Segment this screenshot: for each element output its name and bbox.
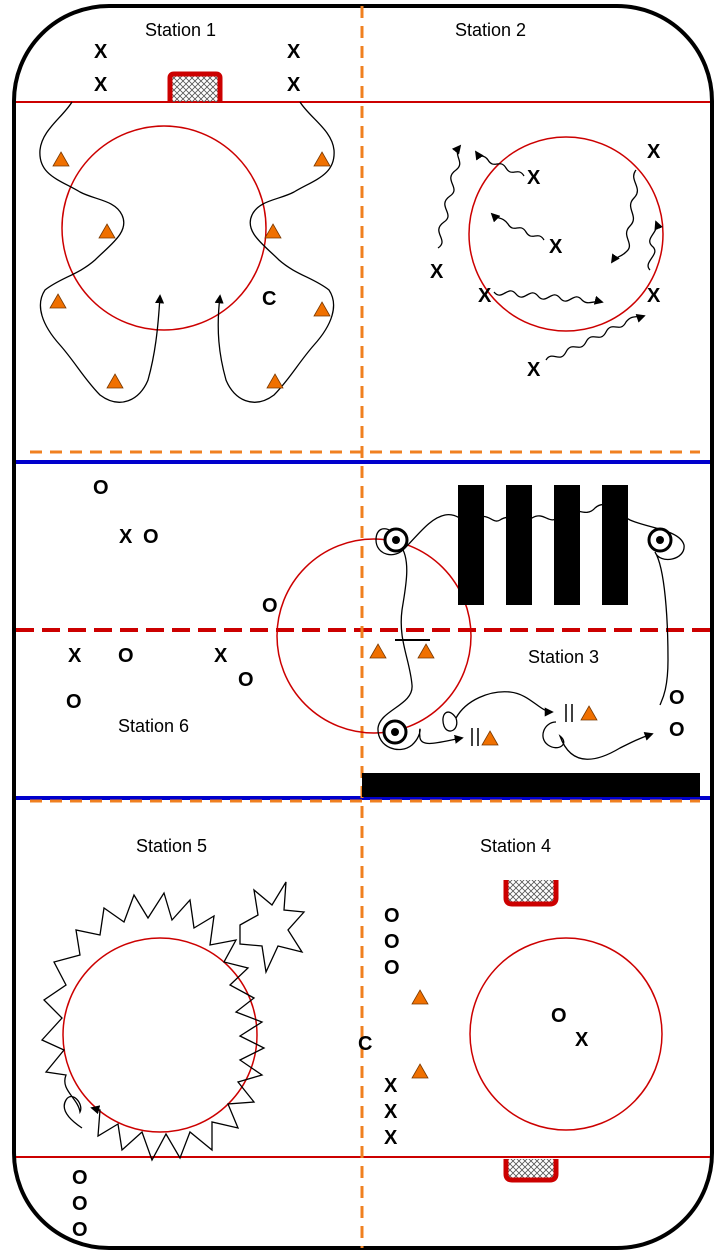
player-x: X — [384, 1075, 398, 1097]
player-x: X — [527, 167, 541, 189]
station-6-label: Station 6 — [118, 716, 189, 736]
player-o: O — [669, 719, 685, 741]
pylon-stack-icon — [471, 728, 479, 746]
player-x: X — [384, 1101, 398, 1123]
player-o: O — [72, 1219, 88, 1241]
goal-net-icon — [503, 880, 559, 907]
station-1-skating-paths — [39, 101, 335, 403]
faceoff-circle-station-2 — [468, 136, 664, 332]
player-o: O — [66, 691, 82, 713]
station-3-skating-paths — [375, 503, 685, 760]
coach-marker: C — [262, 288, 276, 310]
player-o: O — [669, 687, 685, 709]
goal-net-icon — [503, 1159, 559, 1183]
center-circle — [276, 538, 472, 734]
player-o: O — [238, 669, 254, 691]
player-x: X — [527, 359, 541, 381]
puck-stack-icon — [383, 527, 409, 553]
obstacle-bar — [554, 485, 580, 605]
puck-stack-icon — [382, 719, 408, 745]
player-o: O — [384, 957, 400, 979]
player-o: O — [384, 905, 400, 927]
coach-marker: C — [358, 1033, 372, 1055]
station-2-wavy-paths — [437, 144, 663, 361]
station-1-label: Station 1 — [145, 20, 216, 40]
player-x: X — [94, 74, 108, 96]
player-x: X — [214, 645, 228, 667]
faceoff-circle-station-5 — [62, 937, 258, 1133]
player-x: X — [478, 285, 492, 307]
obstacle-bar — [362, 773, 700, 797]
player-x: X — [287, 41, 301, 63]
pylon-stack-icon — [565, 704, 573, 722]
station-2-label: Station 2 — [455, 20, 526, 40]
obstacle-bar — [602, 485, 628, 605]
player-o: O — [551, 1005, 567, 1027]
puck-stack-icon — [647, 527, 673, 553]
station-3-label: Station 3 — [528, 647, 599, 667]
player-o: O — [143, 526, 159, 548]
station-4-label: Station 4 — [480, 836, 551, 856]
player-o: O — [72, 1193, 88, 1215]
player-o: O — [262, 595, 278, 617]
player-x: X — [575, 1029, 589, 1051]
obstacle-bar — [458, 485, 484, 605]
player-o: O — [72, 1167, 88, 1189]
player-x: X — [647, 141, 661, 163]
player-x: X — [68, 645, 82, 667]
obstacle-bar — [506, 485, 532, 605]
player-x: X — [430, 261, 444, 283]
player-o: O — [384, 931, 400, 953]
player-o: O — [93, 477, 109, 499]
player-x: X — [119, 526, 133, 548]
obstacle-bars — [362, 485, 700, 797]
goal-net-icon — [167, 71, 223, 102]
faceoff-circle-station-4 — [469, 937, 663, 1131]
station-5-wavy-paths — [40, 881, 306, 1162]
faceoff-circle-station-1 — [61, 125, 267, 331]
station-5-label: Station 5 — [136, 836, 207, 856]
player-x: X — [549, 236, 563, 258]
player-x: X — [647, 285, 661, 307]
player-x: X — [94, 41, 108, 63]
player-x: X — [384, 1127, 398, 1149]
player-o: O — [118, 645, 134, 667]
player-x: X — [287, 74, 301, 96]
